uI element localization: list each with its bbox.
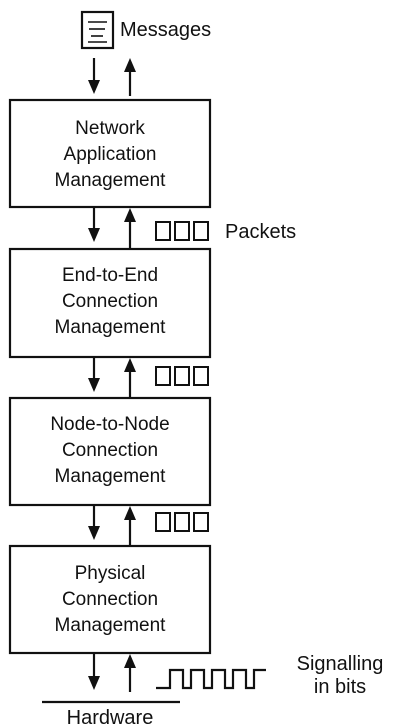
layer-physical: Physical Connection Management <box>8 544 212 655</box>
layer-line: Connection <box>62 440 158 461</box>
packet-icon <box>155 512 209 532</box>
layer-end-to-end: End-to-End Connection Management <box>8 247 212 359</box>
arrow-pair-2 <box>88 357 136 398</box>
layer-line: Management <box>55 615 167 636</box>
layer-line: End-to-End <box>62 265 158 286</box>
signalling-label-line2: in bits <box>314 676 366 698</box>
layer-line: Node-to-Node <box>50 414 169 435</box>
layer-line: Management <box>55 317 167 338</box>
arrow-pair-1 <box>88 207 136 248</box>
layer-line: Network <box>75 118 145 139</box>
layer-line: Application <box>64 144 157 165</box>
square-wave-icon <box>156 668 266 690</box>
packets-label: Packets <box>225 221 296 243</box>
layer-line: Management <box>55 170 167 191</box>
messages-label: Messages <box>120 19 211 41</box>
arrow-pair-hardware <box>88 653 136 692</box>
layer-network-application: Network Application Management <box>8 98 212 209</box>
document-icon <box>80 10 115 50</box>
packet-icon <box>155 366 209 386</box>
hardware-label: Hardware <box>67 707 154 728</box>
layer-node-to-node: Node-to-Node Connection Management <box>8 396 212 507</box>
signalling-label: Signalling <box>297 653 384 675</box>
layer-line: Connection <box>62 291 158 312</box>
layer-line: Physical <box>75 563 146 584</box>
arrow-pair-3 <box>88 505 136 546</box>
layer-line: Connection <box>62 589 158 610</box>
packet-icon <box>155 221 209 241</box>
arrow-pair-messages <box>88 58 136 96</box>
layer-line: Management <box>55 466 167 487</box>
